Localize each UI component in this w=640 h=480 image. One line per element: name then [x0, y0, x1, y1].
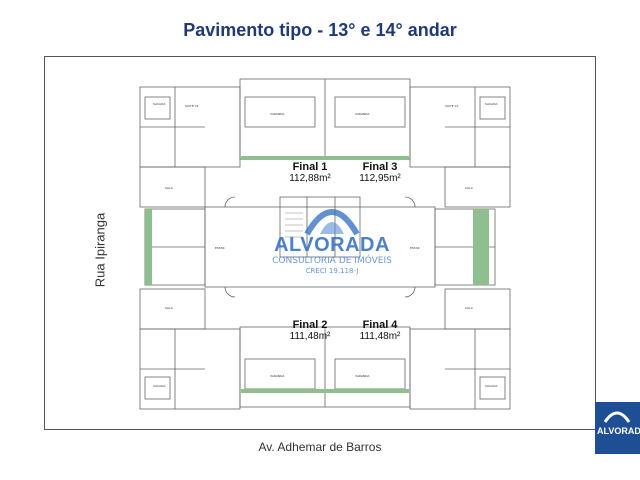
svg-text:SALA: SALA — [165, 306, 174, 310]
svg-text:SUITE 01: SUITE 01 — [185, 104, 199, 108]
svg-text:SALA: SALA — [165, 186, 174, 190]
corner-logo: ALVORAD — [595, 402, 640, 454]
logo-icon — [304, 209, 360, 236]
unit-label-final-3: Final 3 112,95m² — [359, 161, 401, 184]
svg-text:SACADA: SACADA — [485, 384, 498, 388]
street-label-bottom: Av. Adhemar de Barros — [258, 440, 382, 454]
floor-plan: SACADA SUITE 01 VARANDA VARANDA SACADA S… — [139, 78, 511, 410]
svg-text:SACADA: SACADA — [153, 384, 166, 388]
watermark-creci: CRECI 19.118-J — [305, 267, 359, 275]
svg-text:VARANDA: VARANDA — [270, 374, 285, 378]
street-label-left: Rua Ipiranga — [92, 212, 108, 288]
unit-label-final-2: Final 2 111,48m² — [289, 319, 331, 342]
unit-label-final-1: Final 1 112,88m² — [289, 161, 331, 184]
corner-logo-icon — [603, 411, 631, 423]
unit-label-final-4: Final 4 111,48m² — [359, 319, 401, 342]
svg-text:VARANDA: VARANDA — [355, 112, 370, 116]
svg-text:SACADA: SACADA — [153, 102, 166, 106]
svg-text:SACADA: SACADA — [485, 102, 498, 106]
page-title: Pavimento tipo - 13° e 14° andar — [183, 20, 457, 40]
watermark-brand: ALVORADA — [274, 234, 390, 256]
watermark-subtitle: CONSULTORIA DE IMÓVEIS — [272, 256, 392, 266]
svg-text:ESTAR: ESTAR — [410, 246, 420, 250]
watermark: ALVORADA CONSULTORIA DE IMÓVEIS CRECI 19… — [262, 188, 402, 275]
svg-text:ESTAR: ESTAR — [215, 246, 225, 250]
svg-text:VARANDA: VARANDA — [270, 112, 285, 116]
svg-text:VARANDA: VARANDA — [355, 374, 370, 378]
corner-logo-brand: ALVORAD — [597, 426, 640, 436]
svg-text:SUITE 01: SUITE 01 — [445, 104, 459, 108]
svg-text:SALA: SALA — [465, 306, 474, 310]
floor-plan-frame: SACADA SUITE 01 VARANDA VARANDA SACADA S… — [44, 56, 596, 430]
svg-text:SALA: SALA — [465, 186, 474, 190]
